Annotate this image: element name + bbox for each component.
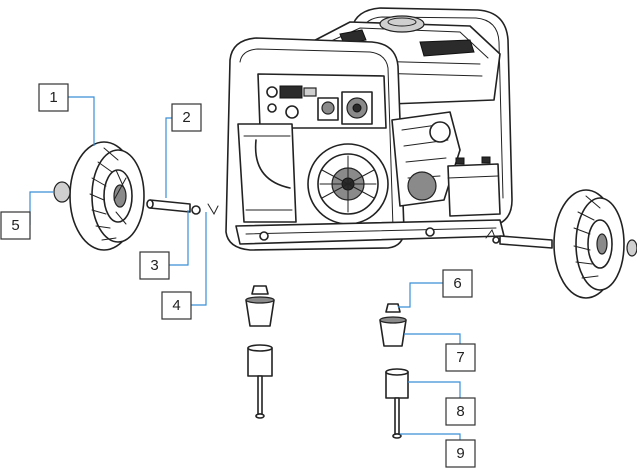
- callout-2-number: 2: [182, 109, 190, 126]
- axle-right: [485, 228, 553, 249]
- callout-1-number: 1: [49, 89, 57, 106]
- callout-1: 1: [38, 83, 69, 112]
- callout-3-number: 3: [150, 257, 158, 274]
- foot-assembly-right: [379, 303, 409, 439]
- leader-1: [68, 96, 95, 146]
- leader-5: [29, 191, 54, 225]
- generator-illustration: [225, 7, 513, 251]
- foot-assembly-left: [245, 285, 275, 419]
- rubber-foot-right: [379, 319, 407, 347]
- callout-9-number: 9: [456, 445, 464, 462]
- leader-8: [408, 381, 461, 398]
- callout-6: 6: [442, 269, 473, 298]
- callout-8-number: 8: [456, 403, 464, 420]
- battery: [447, 163, 501, 217]
- callout-7-number: 7: [456, 349, 464, 366]
- leader-4: [176, 212, 207, 306]
- wheel-cap: [53, 181, 71, 203]
- callout-3: 3: [139, 251, 170, 280]
- callout-5-number: 5: [11, 217, 19, 234]
- leader-6: [398, 282, 443, 308]
- bolt-right: [394, 397, 400, 435]
- axle-left: [146, 199, 219, 216]
- callout-2: 2: [171, 103, 202, 132]
- wheel-left: [69, 141, 145, 251]
- leader-3: [169, 210, 189, 266]
- callout-8: 8: [445, 397, 476, 426]
- callout-4-number: 4: [172, 297, 180, 314]
- callout-6-number: 6: [453, 275, 461, 292]
- callout-4: 4: [161, 291, 192, 320]
- callout-7: 7: [445, 343, 476, 372]
- cotter-pin-left: [207, 203, 219, 216]
- leader-7: [404, 333, 461, 344]
- spacer-right: [385, 371, 409, 399]
- washer-left: [191, 205, 201, 215]
- nut-right: [385, 303, 401, 313]
- wheel-right: [553, 189, 637, 299]
- callout-5: 5: [0, 211, 31, 240]
- callout-9: 9: [445, 439, 476, 468]
